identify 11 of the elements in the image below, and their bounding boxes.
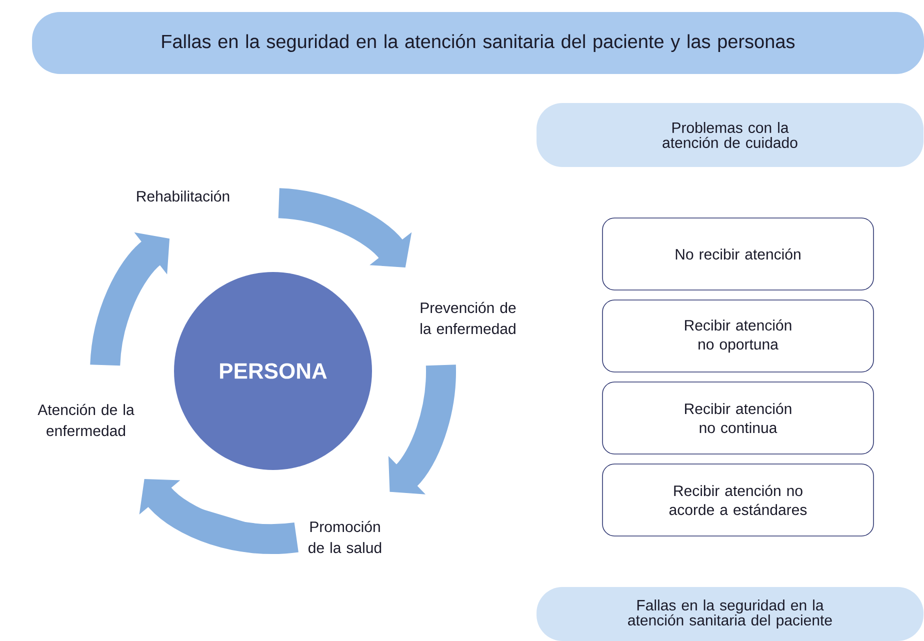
stage-label: Atención de la enfermedad	[38, 404, 134, 436]
problem-box: Recibir atención no acorde a estándares	[602, 464, 874, 536]
stage-label: Rehabilitación	[137, 190, 230, 202]
heading-band: Problemas con la atención de cuidado	[536, 103, 924, 167]
problem-box: Recibir atención no oportuna	[602, 300, 874, 372]
problem-box: No recibir atención	[602, 218, 874, 290]
problem-box: Recibir atención no continua	[602, 382, 874, 454]
stage-label: Prevención de la enfermedad	[420, 302, 516, 334]
title-band: Fallas en la seguridad en la atención sanitaria del paciente y las personas	[32, 12, 924, 74]
heading-band: Fallas en la seguridad en la atención sanitaria del paciente	[536, 587, 924, 641]
stage-label: Promoción de la salud	[308, 520, 382, 554]
